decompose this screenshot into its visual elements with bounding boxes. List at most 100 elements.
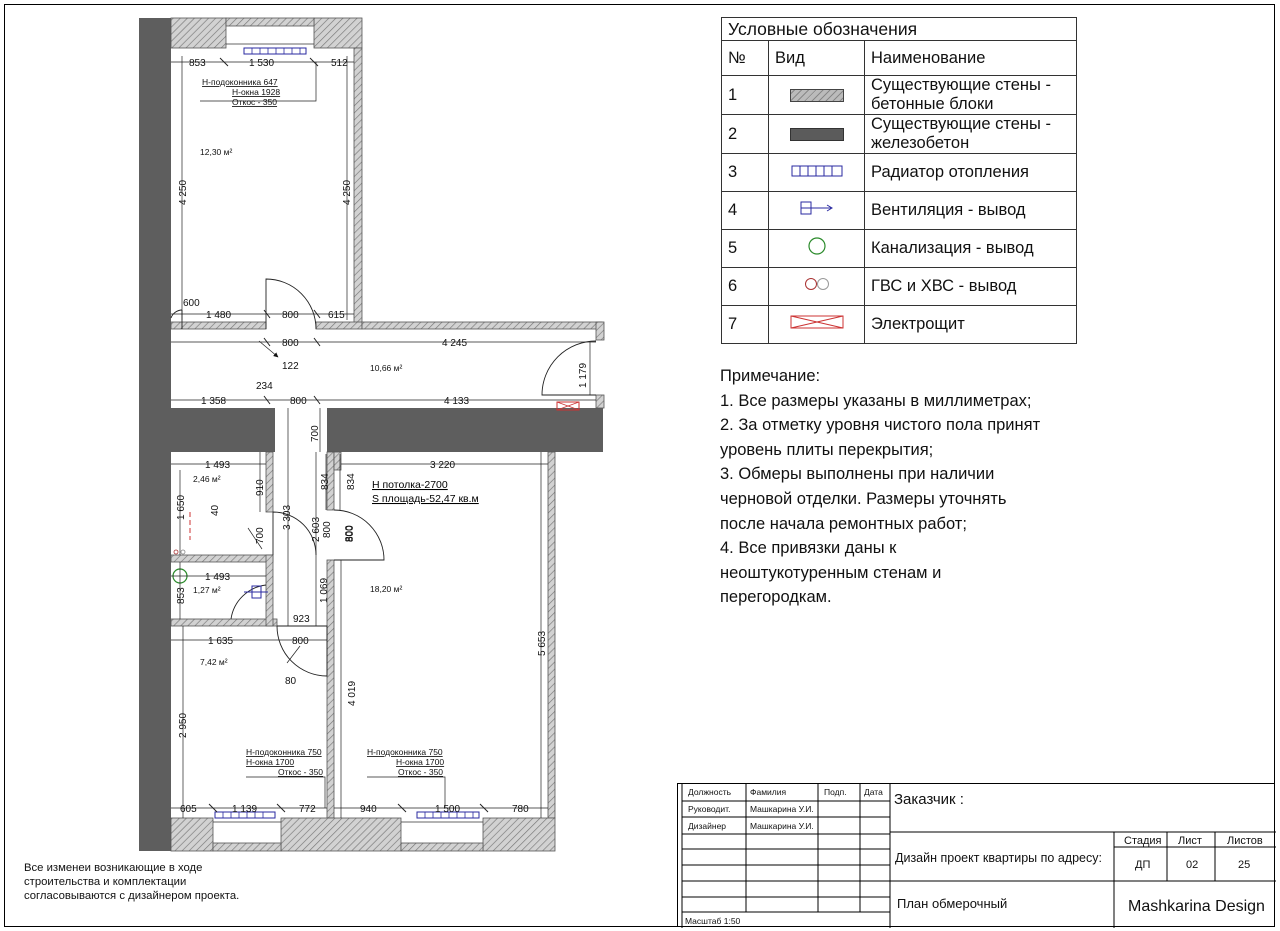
svg-text:600: 600 bbox=[183, 298, 200, 309]
svg-text:605: 605 bbox=[180, 804, 197, 815]
tb-surname: Машкарина У.И. bbox=[750, 821, 814, 831]
svg-text:40: 40 bbox=[210, 504, 221, 516]
legend-title: Условные обозначения bbox=[721, 17, 1077, 41]
note-line: черновой отделки. Размеры уточнять bbox=[720, 489, 1007, 508]
svg-text:Н-окна 1700: Н-окна 1700 bbox=[246, 757, 294, 767]
legend-no: 5 bbox=[721, 229, 769, 268]
tb-position: Руководит. bbox=[688, 804, 731, 814]
tb-company: Mashkarina Design bbox=[1128, 898, 1265, 915]
legend-no: 2 bbox=[721, 114, 769, 154]
legend-no: 7 bbox=[721, 305, 769, 344]
legend-table: Условные обозначения № Вид Наименование … bbox=[721, 17, 1077, 344]
svg-text:Откос - 350: Откос - 350 bbox=[398, 767, 443, 777]
total-area: S площадь-52,47 кв.м bbox=[372, 493, 479, 505]
radiator-icon bbox=[791, 165, 842, 177]
svg-text:615: 615 bbox=[328, 310, 345, 321]
area-kitchen: 7,42 м² bbox=[200, 657, 228, 667]
note-line: уровень плиты перекрытия; bbox=[720, 440, 934, 459]
svg-text:1 635: 1 635 bbox=[208, 636, 233, 647]
tb-project: Дизайн проект квартиры по адресу: bbox=[895, 851, 1102, 865]
sill-note-room-big: Н-подоконника 750 Н-окна 1700 Откос - 35… bbox=[367, 747, 444, 777]
svg-text:800: 800 bbox=[282, 338, 299, 349]
note-line: 4. Все привязки даны к bbox=[720, 539, 897, 558]
svg-text:3 303: 3 303 bbox=[282, 505, 293, 530]
svg-text:1 179: 1 179 bbox=[578, 363, 589, 388]
disclaimer-note: Все изменеи возникающие в ходе строитель… bbox=[24, 861, 284, 903]
dims-room-top: 853 1 530 512 4 250 4 250 600 1 480 800 … bbox=[178, 58, 353, 321]
tb-position: Дизайнер bbox=[688, 821, 727, 831]
svg-text:2 603: 2 603 bbox=[311, 517, 322, 542]
tb-header-surname: Фамилия bbox=[750, 787, 787, 797]
tb-header-position: Должность bbox=[688, 787, 732, 797]
svg-text:Н-подоконника 750: Н-подоконника 750 bbox=[367, 747, 443, 757]
note-line: 1. Все размеры указаны в миллиметрах; bbox=[720, 391, 1032, 410]
dims-hall: 800 4 245 122 1 179 234 1 358 800 4 133 … bbox=[201, 338, 589, 442]
svg-text:800: 800 bbox=[292, 636, 309, 647]
svg-text:Н-подоконника 750: Н-подоконника 750 bbox=[246, 747, 322, 757]
electric-panel-icon bbox=[790, 315, 843, 329]
legend-no: 4 bbox=[721, 191, 769, 230]
svg-text:700: 700 bbox=[310, 425, 321, 442]
ventilation-arrow-icon bbox=[800, 201, 833, 215]
legend-header-name: Наименование bbox=[864, 40, 1077, 76]
sill-note-kitchen: Н-подоконника 750 Н-окна 1700 Откос - 35… bbox=[246, 747, 323, 777]
ceiling-height: Н потолка-2700 bbox=[372, 479, 448, 491]
svg-text:5 653: 5 653 bbox=[537, 631, 548, 656]
svg-text:800: 800 bbox=[345, 525, 356, 542]
note-line: после начала ремонтных работ; bbox=[720, 514, 967, 533]
svg-text:Н-окна 1928: Н-окна 1928 bbox=[232, 87, 280, 97]
dims-wc: 1 493 853 923 1 069 bbox=[176, 572, 330, 625]
svg-text:80: 80 bbox=[285, 676, 297, 687]
svg-text:834: 834 bbox=[320, 473, 331, 490]
svg-text:1 493: 1 493 bbox=[205, 572, 230, 583]
svg-text:800: 800 bbox=[282, 310, 299, 321]
svg-text:234: 234 bbox=[256, 381, 273, 392]
svg-text:772: 772 bbox=[299, 804, 316, 815]
legend-header-no: № bbox=[721, 40, 769, 76]
svg-text:Н-окна 1700: Н-окна 1700 bbox=[396, 757, 444, 767]
svg-text:800: 800 bbox=[344, 525, 355, 542]
legend-name: Электрощит bbox=[864, 305, 1077, 344]
svg-text:Откос - 350: Откос - 350 bbox=[232, 97, 277, 107]
legend-name: Вентиляция - вывод bbox=[864, 191, 1077, 230]
legend-name: Радиатор отопления bbox=[864, 153, 1077, 192]
dims-kitchen: 1 635 800 80 2 950 605 1 139 772 bbox=[178, 636, 316, 815]
legend-no: 1 bbox=[721, 75, 769, 115]
svg-text:923: 923 bbox=[293, 614, 310, 625]
water-circles-icon bbox=[804, 278, 829, 290]
tb-scale: Масштаб 1:50 bbox=[685, 916, 741, 926]
notes-block: Примечание: 1. Все размеры указаны в мил… bbox=[720, 364, 1100, 610]
title-block: Должность Фамилия Подп. Дата Руководит. … bbox=[677, 783, 1276, 928]
area-hall: 10,66 м² bbox=[370, 363, 402, 373]
tb-sheet-label: Лист bbox=[1178, 835, 1202, 847]
svg-text:1 139: 1 139 bbox=[232, 804, 257, 815]
area-wc: 1,27 м² bbox=[193, 585, 221, 595]
svg-text:853: 853 bbox=[176, 587, 187, 604]
svg-text:1 530: 1 530 bbox=[249, 58, 274, 69]
tb-header-sign: Подп. bbox=[824, 787, 847, 797]
legend-name: Канализация - вывод bbox=[864, 229, 1077, 268]
block-walls bbox=[170, 17, 605, 852]
tb-sheets-label: Листов bbox=[1227, 835, 1263, 847]
legend-no: 6 bbox=[721, 267, 769, 306]
note-line: 3. Обмеры выполнены при наличии bbox=[720, 465, 995, 484]
area-room-big: 18,20 м² bbox=[370, 584, 402, 594]
area-room-top: 12,30 м² bbox=[200, 147, 232, 157]
solid-wall-swatch bbox=[789, 127, 844, 141]
tb-header-date: Дата bbox=[864, 787, 883, 797]
svg-text:700: 700 bbox=[255, 527, 266, 544]
drawing-frame bbox=[4, 4, 1275, 927]
svg-text:4 245: 4 245 bbox=[442, 338, 467, 349]
note-line: неоштукотуренным стенам и bbox=[720, 563, 942, 582]
svg-text:4 250: 4 250 bbox=[178, 180, 189, 205]
note-line: перегородкам. bbox=[720, 588, 832, 607]
sill-note-top: Н-подоконника 647 Н-окна 1928 Откос - 35… bbox=[202, 77, 280, 107]
concrete-walls bbox=[139, 18, 603, 851]
sewer-circle-icon bbox=[807, 237, 826, 255]
svg-text:940: 940 bbox=[360, 804, 377, 815]
svg-text:1 650: 1 650 bbox=[176, 495, 187, 520]
disclaimer-line: согласовываются с дизайнером проекта. bbox=[24, 890, 240, 902]
disclaimer-line: строительства и комплектации bbox=[24, 876, 187, 888]
tb-sheet: 02 bbox=[1186, 859, 1199, 871]
legend-name: Существующие стены - железобетон bbox=[864, 114, 1077, 154]
